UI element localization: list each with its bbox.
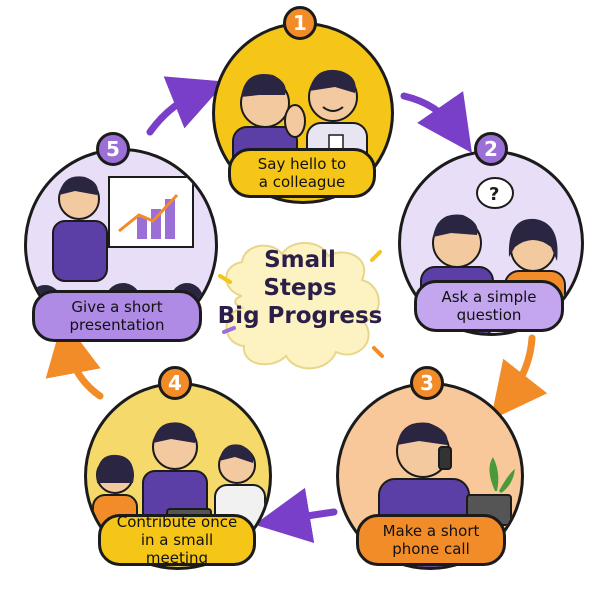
step-5-number-badge: 5 (96, 132, 130, 166)
svg-text:?: ? (489, 184, 499, 205)
step-2-label-line-2: question (456, 306, 522, 324)
step-1-label-line-2: a colleague (258, 173, 346, 191)
step-5-label-line-1: Give a short (71, 298, 163, 316)
center-title: Small Steps Big Progress (212, 246, 388, 330)
arrow-3-to-4 (254, 487, 338, 544)
arrow-4-to-5 (45, 318, 104, 400)
question-mark-icon: ? (476, 177, 514, 209)
step-4-label-line-2: in a small meeting (140, 531, 214, 567)
step-2-label-line-1: Ask a simple (441, 288, 537, 306)
plant-icon (489, 457, 515, 493)
center-cloud (218, 241, 384, 370)
step-5-label-line-2: presentation (69, 316, 165, 334)
step-4-label-line-1: Contribute once (116, 513, 238, 531)
arrow-2-to-3 (490, 334, 548, 421)
step-1-number-badge: 1 (283, 6, 317, 40)
step-2-number-badge: 2 (474, 132, 508, 166)
bar-chart-icon (118, 193, 179, 239)
step-4-number-badge: 4 (158, 366, 192, 400)
center-line-1: Small (264, 247, 336, 273)
phone-icon (438, 446, 452, 470)
center-line-2: Steps (263, 275, 337, 301)
step-3-number-badge: 3 (410, 366, 444, 400)
center-line-3: Big Progress (217, 303, 383, 329)
arrow-1-to-2 (400, 91, 472, 154)
step-3-label-line-1: Make a short (382, 522, 480, 540)
step-3-label-line-2: phone call (392, 540, 470, 558)
step-1-label-line-1: Say hello to (257, 155, 347, 173)
arrow-5-to-1 (146, 76, 226, 136)
